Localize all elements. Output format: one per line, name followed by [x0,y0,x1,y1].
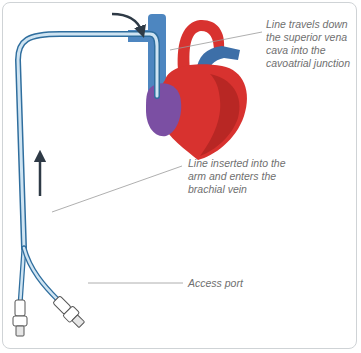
leader-line [52,166,182,212]
catheter [18,34,157,305]
heart-shade [200,74,240,156]
leader-line [88,283,183,284]
callout-label: Line inserted into the arm and enters th… [188,157,288,196]
right-atrium [146,83,181,136]
callout-label: Line travels down the superior vena cava… [266,18,354,70]
flow-arrow [112,14,142,32]
flow-arrow [39,156,42,196]
leader-line [170,32,262,50]
callout-label: Access port [188,277,278,290]
access-ports [13,294,87,336]
